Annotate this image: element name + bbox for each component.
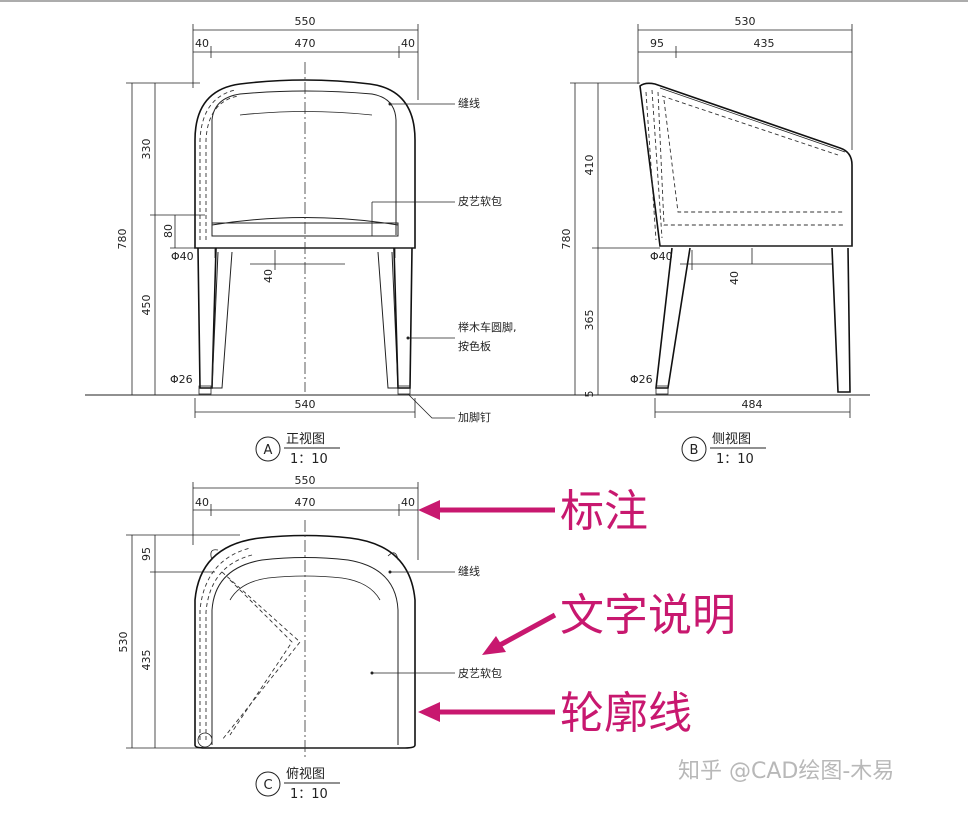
callouts: 标注 文字说明 轮廓线 (418, 486, 736, 739)
front-note-leg-2: 按色板 (458, 339, 491, 353)
front-dim-right: 40 (401, 37, 415, 50)
top-dims-left: 530 95 435 (117, 534, 240, 749)
side-title-name: 侧视图 (712, 432, 751, 447)
front-title-name: 正视图 (286, 432, 325, 447)
front-dim-rail: 40 (262, 269, 275, 283)
side-dim-tiny: 5 (583, 391, 596, 398)
watermark: 知乎 @CAD绘图-木易 (678, 759, 894, 784)
top-view: 550 40 470 40 530 95 435 (117, 474, 502, 802)
side-title-circle (681, 436, 707, 462)
callout-outline-label: 轮廓线 (560, 688, 692, 739)
front-dim-left: 40 (195, 37, 209, 50)
front-dim-bottom-value: 540 (295, 398, 316, 411)
front-dim-upper: 330 (140, 139, 153, 160)
side-dim-upper: 410 (583, 155, 596, 176)
front-chair-outline: 40 (194, 79, 416, 395)
side-dim-overall: 530 (735, 15, 756, 28)
front-notes: 缝线 皮艺软包 榉木车圆脚, 按色板 加脚钉 (371, 96, 517, 424)
front-dim-seat: 80 (162, 224, 175, 238)
side-title-scale: 1：10 (716, 452, 754, 467)
side-dim-lower: 365 (583, 310, 596, 331)
top-title-scale: 1：10 (290, 787, 328, 802)
side-dim-right: 435 (754, 37, 775, 50)
side-view: 530 95 435 780 410 365 5 Φ40 Φ26 (560, 15, 853, 467)
side-dim-bottom: 484 (654, 398, 851, 418)
side-dim-height: 780 (560, 229, 573, 250)
front-dim-overall: 550 (295, 15, 316, 28)
side-dim-left: 95 (650, 37, 664, 50)
top-note-leather: 皮艺软包 (458, 666, 502, 680)
front-dims-left: 780 330 80 450 Φ40 Φ26 (116, 82, 205, 395)
side-title: B 侧视图 1：10 (681, 432, 766, 467)
front-note-nail: 加脚钉 (458, 410, 491, 424)
front-phi-top: Φ40 (171, 250, 194, 263)
side-title-letter: B (690, 443, 699, 458)
front-title-circle (255, 436, 281, 462)
side-phi-bottom: Φ26 (630, 373, 653, 386)
top-dim-lower: 435 (140, 650, 153, 671)
front-view: 550 40 470 40 780 330 80 450 Φ40 Φ26 (116, 15, 517, 467)
top-title-name: 俯视图 (286, 766, 325, 782)
side-chair-outline: 40 (639, 82, 853, 395)
front-note-stitch: 缝线 (458, 96, 480, 110)
top-dim-mid: 470 (295, 496, 316, 509)
top-note-stitch: 缝线 (458, 564, 480, 578)
top-title-circle (255, 771, 281, 797)
front-title-scale: 1：10 (290, 452, 328, 467)
front-phi-bottom: Φ26 (170, 373, 193, 386)
front-note-leather: 皮艺软包 (458, 194, 502, 208)
front-dim-bottom: 540 (194, 398, 416, 418)
top-dim-right: 40 (401, 496, 415, 509)
side-phi-top: Φ40 (650, 250, 673, 263)
side-dims-top: 530 95 435 (637, 15, 853, 150)
top-dim-upper: 95 (140, 547, 153, 561)
top-dims-top: 550 40 470 40 (192, 474, 419, 560)
top-dim-left: 40 (195, 496, 209, 509)
front-dim-lower: 450 (140, 295, 153, 316)
side-dim-bottom-value: 484 (742, 398, 763, 411)
top-dim-overall: 550 (295, 474, 316, 487)
callout-arrow-text (498, 612, 557, 648)
top-dim-depth: 530 (117, 632, 130, 653)
front-dim-height: 780 (116, 229, 129, 250)
front-dims-top: 550 40 470 40 (192, 15, 419, 100)
front-title-letter: A (264, 443, 273, 458)
top-title: C 俯视图 1：10 (255, 766, 340, 802)
front-title: A 正视图 1：10 (255, 432, 340, 467)
front-note-leg-1: 榉木车圆脚, (458, 320, 517, 334)
top-notes: 缝线 皮艺软包 (370, 564, 502, 680)
side-dim-rail: 40 (728, 271, 741, 285)
top-title-letter: C (263, 778, 272, 793)
front-dim-mid: 470 (295, 37, 316, 50)
callout-text-label: 文字说明 (560, 590, 736, 641)
side-dims-left: 780 410 365 5 Φ40 Φ26 (560, 82, 673, 398)
callout-dimension-label: 标注 (560, 486, 648, 537)
